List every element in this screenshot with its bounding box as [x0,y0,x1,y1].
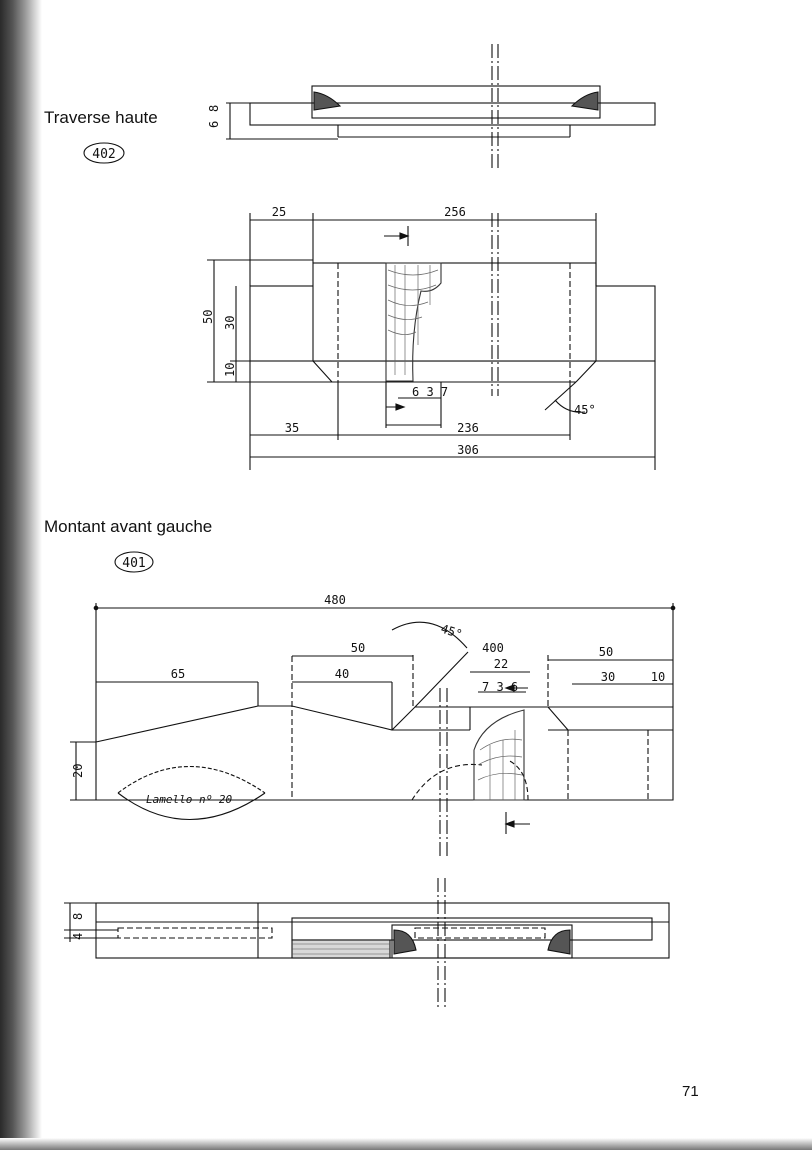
dim-40: 40 [335,667,349,681]
dim-50-left: 50 [351,641,365,655]
dim-236: 236 [457,421,479,435]
dim-angle-45-montant: 45° [439,622,464,642]
dim-22: 22 [494,657,508,671]
dim-6: 6 [207,121,221,128]
section-title-traverse: Traverse haute [44,108,158,127]
traverse-top-view: 6 8 [207,44,656,168]
part-ref-401: 401 [122,556,145,571]
dim-20: 20 [71,764,85,778]
traverse-front-view: 25 256 50 30 10 6 3 7 45° 35 236 3 [201,205,656,470]
dim-10: 10 [223,363,237,377]
section-title-montant: Montant avant gauche [44,517,213,536]
montant-bottom-view: 8 4 [64,878,670,1010]
dim-50-right: 50 [599,645,613,659]
dim-35: 35 [285,421,299,435]
montant-front-view: 480 45° 50 400 50 65 40 22 7 3 6 30 [70,593,676,856]
part-ref-402: 402 [92,147,115,162]
part-ref-badge-401: 401 [114,551,154,573]
dim-400: 400 [482,641,504,655]
dim-30-montant: 30 [601,670,615,684]
dim-8-montant: 8 [71,913,85,920]
dim-256: 256 [444,205,466,219]
dim-30: 30 [223,316,237,330]
page-bottom-shadow [0,1138,812,1150]
dim-480: 480 [324,593,346,607]
dim-50: 50 [201,310,215,324]
dim-8: 8 [207,105,221,112]
dim-25: 25 [272,205,286,219]
dim-6-3-7: 6 3 7 [412,385,448,399]
lamello-label: Lamello nº 20 [146,793,232,806]
dim-7-3-6: 7 3 6 [482,680,518,694]
dim-4-montant: 4 [71,933,85,940]
book-spine-shadow [0,0,42,1150]
dim-angle-45: 45° [574,403,596,417]
part-ref-badge-402: 402 [83,142,125,164]
dim-65: 65 [171,667,185,681]
dim-10-montant: 10 [651,670,665,684]
page-number: 71 [682,1083,699,1100]
dim-306: 306 [457,443,479,457]
